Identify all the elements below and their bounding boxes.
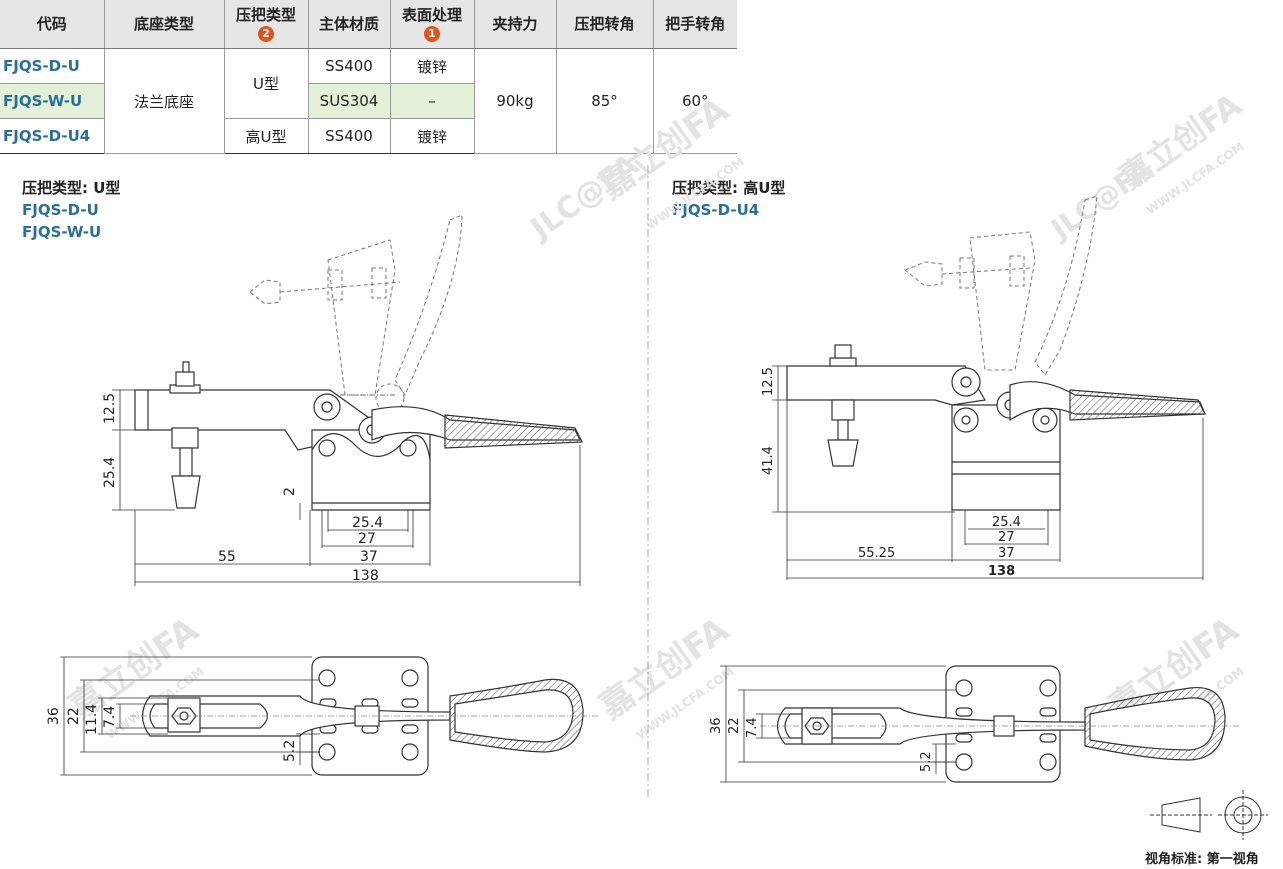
header-clamp-angle: 压把转角 (555, 0, 653, 49)
dim-h1: 12.5 (102, 393, 118, 424)
base-type-cell: 法兰底座 (103, 48, 224, 154)
clamp-angle-cell: 85° (555, 48, 653, 154)
surface-cell: 镀锌 (389, 118, 474, 154)
left-side-view (134, 214, 583, 511)
material-cell: SS400 (307, 48, 390, 84)
surface-badge: 1 (424, 25, 440, 42)
dim-h2: 25.4 (102, 457, 118, 488)
left-top-view (130, 656, 600, 776)
header-holding: 夹持力 (473, 0, 556, 49)
open-position-outline (904, 195, 1098, 376)
top-dim-d2: 22 (66, 707, 82, 725)
table-row: FJQS-W-U SUS304 – (0, 83, 737, 119)
right-side-view (786, 195, 1206, 511)
projection-footnote: 视角标准: 第一视角 (1145, 852, 1259, 867)
row-code: FJQS-W-U (0, 83, 104, 119)
right-dimensions (772, 365, 1204, 580)
dim-w1: 25.4 (352, 515, 383, 531)
dim-h1: 12.5 (761, 367, 776, 396)
header-material: 主体材质 (307, 0, 390, 49)
top-dim-d1: 36 (46, 707, 62, 725)
material-cell: SS400 (307, 118, 390, 154)
clamp-type-cell: 高U型 (223, 118, 308, 154)
header-code: 代码 (0, 0, 104, 49)
handle-grip (444, 414, 583, 449)
top-dim-d5: 5.2 (282, 740, 298, 762)
right-top-dim-labels: 36 22 7.4 5.2 (709, 717, 934, 772)
right-top-view (760, 665, 1240, 783)
left-view-labels: 压把类型: U型 FJQS-D-U FJQS-W-U (22, 177, 120, 243)
handle-grip (1069, 389, 1206, 421)
left-top-dim-labels: 36 22 11.4 7.4 5.2 (46, 704, 298, 762)
dim-w2: 27 (358, 531, 376, 547)
material-cell: SUS304 (307, 83, 390, 119)
watermark-cn: 嘉立创FA (592, 90, 736, 208)
header-base-type: 底座类型 (103, 0, 224, 49)
left-code-2: FJQS-W-U (22, 223, 102, 241)
top-dim-d1: 36 (709, 717, 724, 734)
right-type-label: 压把类型: 高U型 (672, 179, 786, 197)
dim-w3: 37 (360, 549, 378, 565)
spindle-tip (171, 475, 201, 509)
header-surface-label: 表面处理 (401, 6, 462, 24)
clamp-type-badge: 2 (258, 25, 274, 42)
right-view-labels: 压把类型: 高U型 FJQS-D-U4 (672, 177, 785, 221)
surface-cell: – (389, 83, 474, 119)
dim-gap: 2 (282, 487, 298, 496)
dim-w3: 37 (998, 546, 1015, 561)
clamp-type-cell: U型 (223, 48, 308, 119)
right-dim-labels: 12.5 41.4 25.4 27 37 55.25 138 (761, 367, 1021, 579)
row-code: FJQS-D-U4 (0, 118, 104, 154)
row-code: FJQS-D-U (0, 48, 104, 84)
surface-cell: 镀锌 (389, 48, 474, 84)
header-handle-angle: 把手转角 (652, 0, 737, 49)
right-top-dimensions (720, 665, 956, 783)
top-dim-d4: 5.2 (919, 751, 934, 772)
watermark-brand: JLC@FA (1043, 153, 1158, 247)
dim-w5: 138 (988, 564, 1015, 579)
top-dim-d3: 11.4 (84, 704, 100, 735)
top-dim-d4: 7.4 (102, 706, 118, 728)
dim-w1: 25.4 (992, 515, 1021, 530)
dim-w4: 55.25 (858, 546, 895, 561)
open-position-outline (249, 214, 463, 413)
holding-cell: 90kg (473, 48, 556, 154)
dim-w4: 55 (218, 549, 236, 565)
left-code-1: FJQS-D-U (22, 201, 99, 219)
dim-w5: 138 (352, 568, 379, 584)
left-dim-labels: 12.5 25.4 2 25.4 27 37 55 138 (102, 393, 383, 584)
first-angle-projection-icon (1150, 790, 1268, 840)
left-type-label: 压把类型: U型 (22, 179, 121, 197)
left-dimensions (112, 389, 581, 586)
handle-angle-cell: 60° (652, 48, 737, 154)
left-top-dimensions (60, 656, 320, 776)
dim-w2: 27 (998, 530, 1015, 545)
right-code: FJQS-D-U4 (672, 201, 760, 219)
top-dim-d2: 22 (727, 717, 742, 734)
spindle-tip (827, 439, 859, 467)
table-row: FJQS-D-U4 高U型 SS400 镀锌 (0, 118, 737, 154)
top-dim-d3: 7.4 (745, 717, 760, 738)
dim-h2: 41.4 (761, 446, 776, 475)
header-clamp-type-label: 压把类型 (235, 6, 296, 24)
table-row: FJQS-D-U 法兰底座 U型 SS400 镀锌 90kg 85° 60° (0, 48, 737, 154)
